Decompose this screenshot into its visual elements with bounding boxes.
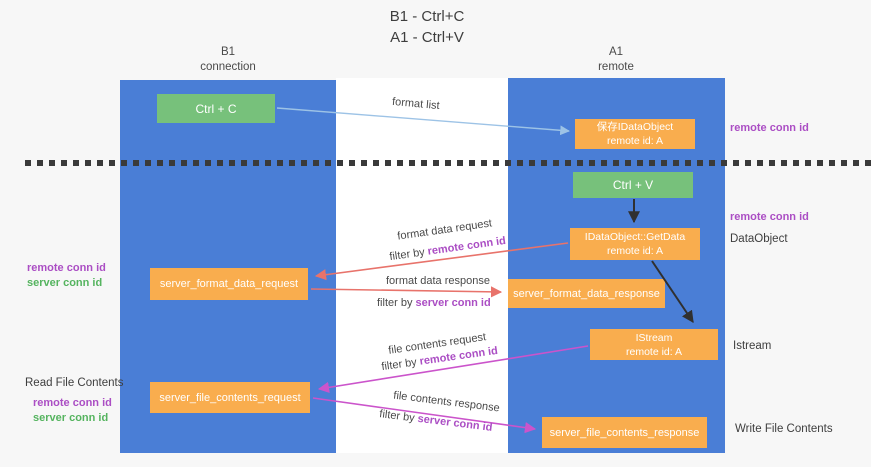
filter-by-text: filter by [377, 297, 416, 309]
write-file-contents-label: Write File Contents [735, 423, 833, 435]
title-line-1: B1 - Ctrl+C [389, 8, 465, 25]
diagram-title: B1 - Ctrl+C A1 - Ctrl+V [0, 6, 854, 48]
copy-paste-phase-separator [25, 160, 871, 166]
right-remote-conn-id-label-mid: remote conn id [730, 211, 809, 223]
save-dataobject-line1: 保存IDataObject [596, 121, 674, 133]
right-column-subtitle: remote [598, 61, 634, 73]
left-server-conn-id-label-1: server conn id [27, 277, 103, 289]
istream-line1: IStream [635, 331, 673, 344]
ctrl-v-label: Ctrl + V [612, 178, 654, 192]
dataobject-label: DataObject [730, 233, 788, 245]
filter-by-server-conn-id-label-1: filter by server conn id [377, 297, 491, 309]
title-line-2: A1 - Ctrl+V [390, 29, 464, 46]
save-dataobject-node: 保存IDataObject remote id: A [575, 119, 695, 149]
istream-side-label: Istream [733, 340, 772, 352]
left-column-name: B1 [220, 46, 236, 58]
getdata-remote-id: remote id: A [606, 245, 664, 257]
left-server-conn-id-label-2: server conn id [33, 412, 109, 424]
right-column-header: A1 remote [546, 45, 686, 75]
left-column-header: B1 connection [158, 45, 298, 75]
server-file-contents-response-label: server_file_contents_response [549, 426, 700, 439]
right-remote-conn-id-label-top: remote conn id [730, 122, 809, 134]
left-column-subtitle: connection [200, 61, 256, 73]
ctrl-c-node: Ctrl + C [157, 94, 275, 123]
save-dataobject-remote-id: remote id: A [606, 135, 664, 147]
istream-node: IStream remote id: A [590, 329, 718, 360]
ctrl-c-label: Ctrl + C [195, 101, 237, 116]
idataobject-getdata-node: IDataObject::GetData remote id: A [570, 228, 700, 260]
read-file-contents-label: Read File Contents [25, 377, 124, 389]
istream-remote-id: remote id: A [625, 345, 683, 358]
server-format-data-response-label: server_format_data_response [513, 287, 660, 300]
left-remote-conn-id-label-2: remote conn id [33, 397, 112, 409]
right-column-name: A1 [608, 46, 624, 58]
server-file-contents-request-label: server_file_contents_request [159, 391, 301, 404]
server-conn-id-text: server conn id [415, 297, 491, 309]
server-format-data-request-node: server_format_data_request [150, 268, 308, 300]
server-file-contents-response-node: server_file_contents_response [542, 417, 707, 448]
ctrl-v-node: Ctrl + V [573, 172, 693, 198]
server-file-contents-request-node: server_file_contents_request [150, 382, 310, 413]
left-remote-conn-id-label-1: remote conn id [27, 262, 106, 274]
server-format-data-response-node: server_format_data_response [508, 279, 665, 308]
server-format-data-request-label: server_format_data_request [159, 278, 299, 290]
format-data-response-label: format data response [386, 275, 490, 287]
getdata-line1: IDataObject::GetData [584, 231, 686, 243]
